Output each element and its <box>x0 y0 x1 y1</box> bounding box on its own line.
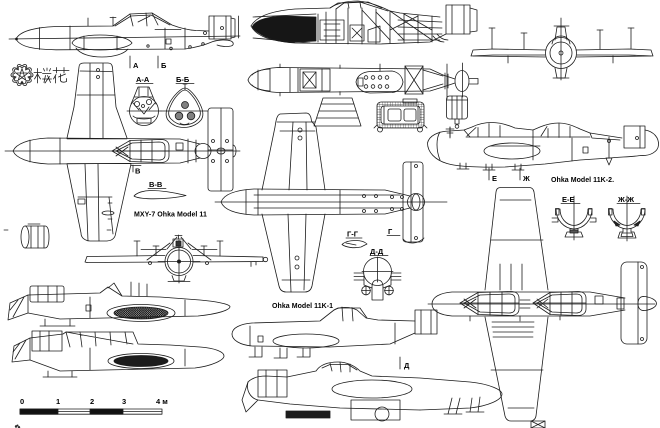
svg-text:В-В: В-В <box>149 180 163 189</box>
svg-text:Ohka Model 11K-1: Ohka Model 11K-1 <box>272 303 333 310</box>
svg-text:2: 2 <box>90 397 94 406</box>
svg-text:Г: Г <box>388 227 393 236</box>
svg-text:Ж: Ж <box>522 174 530 183</box>
svg-text:1: 1 <box>56 397 60 406</box>
svg-text:В: В <box>135 167 141 176</box>
svg-text:Г-Г: Г-Г <box>347 230 359 239</box>
svg-text:0: 0 <box>20 397 24 406</box>
svg-text:4 м: 4 м <box>156 397 168 406</box>
svg-text:Б: Б <box>161 61 167 70</box>
svg-text:Д: Д <box>404 361 410 370</box>
svg-text:Ж-Ж: Ж-Ж <box>617 195 634 204</box>
svg-text:Е-Е: Е-Е <box>562 195 575 204</box>
svg-text:Д-Д: Д-Д <box>370 247 384 256</box>
svg-text:А: А <box>133 61 139 70</box>
svg-text:Ohka Model 11K-2.: Ohka Model 11K-2. <box>551 177 614 184</box>
svg-text:Б-Б: Б-Б <box>176 75 190 84</box>
svg-text:3: 3 <box>122 397 126 406</box>
svg-text:MXY-7 Ohka Model 11: MXY-7 Ohka Model 11 <box>134 212 207 219</box>
svg-text:Е: Е <box>492 174 497 183</box>
svg-text:А-А: А-А <box>136 75 150 84</box>
